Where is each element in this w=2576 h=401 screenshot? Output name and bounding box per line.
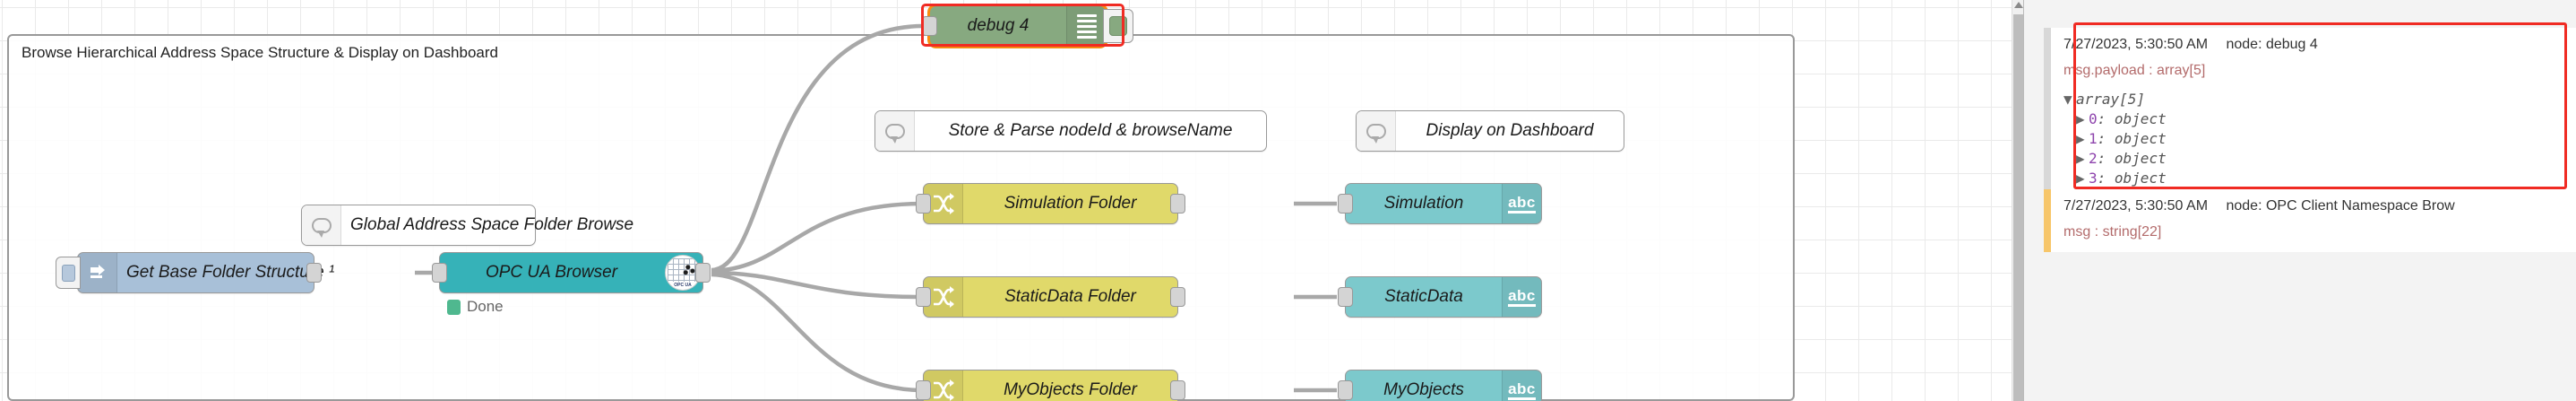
debug-toggle-button[interactable]	[1103, 9, 1133, 43]
output-port[interactable]	[695, 263, 711, 283]
comment-node-global-address-space[interactable]: Global Address Space Folder Browse	[301, 205, 633, 246]
ui-text-node-simulation[interactable]: Simulation abc	[1338, 183, 1542, 224]
abc-icon: abc	[1502, 370, 1541, 401]
comment-node-display-on-dashboard[interactable]: Display on Dashboard	[1356, 110, 1624, 152]
debug-message[interactable]: 7/27/2023, 5:30:50 AM node: debug 4 msg.…	[2044, 28, 2576, 206]
tree-row[interactable]: ▶ 3: object	[2076, 170, 2167, 187]
group-label: Browse Hierarchical Address Space Struct…	[22, 44, 498, 61]
inject-node-get-base-folder-structure[interactable]: Get Base Folder Structure ¹	[56, 252, 334, 293]
debug-timestamp: 7/27/2023, 5:30:50 AM	[2063, 198, 2209, 214]
debug-node-label: debug 4	[967, 16, 1030, 35]
ui-text-node-staticdata[interactable]: StaticData abc	[1338, 276, 1542, 318]
node-status: Done	[447, 298, 504, 316]
function-node-label: Simulation Folder	[1004, 194, 1137, 213]
scroll-up-arrow[interactable]	[2014, 2, 2023, 8]
ui-node-label: MyObjects	[1383, 380, 1464, 399]
input-port[interactable]	[432, 263, 447, 283]
input-port[interactable]	[1338, 287, 1353, 307]
canvas-scrollbar[interactable]	[2012, 0, 2023, 401]
abc-icon: abc	[1502, 277, 1541, 317]
input-port[interactable]	[922, 16, 937, 36]
caret-expanded-icon[interactable]: ▼	[2063, 91, 2072, 108]
output-port[interactable]	[1170, 380, 1185, 400]
tree-row[interactable]: ▶ 2: object	[2076, 150, 2167, 167]
flow-canvas[interactable]: Browse Hierarchical Address Space Struct…	[0, 0, 2023, 401]
tree-row[interactable]: ▶ 0: object	[2076, 110, 2167, 127]
tree-row-label: object	[2114, 150, 2167, 167]
input-port[interactable]	[916, 380, 931, 400]
function-node-myobjects-folder[interactable]: MyObjects Folder	[916, 370, 1185, 401]
tree-row[interactable]: ▶ 1: object	[2076, 130, 2167, 147]
inject-arrow-icon	[78, 253, 117, 292]
comment-label: Global Address Space Folder Browse	[350, 215, 634, 234]
tree-row-label: object	[2114, 110, 2167, 127]
debug-node-debug-4[interactable]: debug 4	[922, 4, 1133, 48]
message-level-bar	[2044, 189, 2051, 252]
opcua-browser-node[interactable]: OPC UA Browser OPC UA Done	[432, 252, 711, 315]
input-port[interactable]	[916, 287, 931, 307]
ui-node-label: Simulation	[1383, 194, 1464, 213]
tree-row-label: array[5]	[2076, 91, 2146, 108]
opcua-node-label: OPC UA Browser	[485, 263, 618, 282]
function-node-label: StaticData Folder	[1004, 287, 1136, 306]
caret-collapsed-icon[interactable]: ▶	[2076, 170, 2085, 187]
debug-message[interactable]: 7/27/2023, 5:30:50 AM node: OPC Client N…	[2044, 189, 2576, 252]
tree-row-key: 2	[2089, 150, 2098, 167]
debug-sidebar[interactable]: 7/27/2023, 5:30:50 AM node: debug 4 msg.…	[2023, 0, 2576, 401]
message-level-bar	[2044, 28, 2051, 189]
tree-row-key: 1	[2089, 130, 2098, 147]
tree-row-key: 3	[2089, 170, 2098, 187]
status-dot	[447, 299, 461, 315]
output-port[interactable]	[1170, 287, 1185, 307]
input-port[interactable]	[1338, 380, 1353, 400]
tree-row-label: object	[2114, 170, 2167, 187]
debug-lines-icon	[1066, 6, 1106, 46]
output-port[interactable]	[306, 263, 322, 283]
opc-ua-icon: OPC UA	[663, 253, 702, 292]
tree-row-root[interactable]: ▼ array[5]	[2063, 90, 2576, 109]
input-port[interactable]	[1338, 194, 1353, 214]
comment-label: Display on Dashboard	[1426, 121, 1594, 140]
debug-source-node: node: OPC Client Namespace Brow	[2226, 198, 2455, 214]
tree-row-key: 0	[2089, 110, 2098, 127]
debug-property-path: msg : string[22]	[2063, 224, 2162, 240]
output-port[interactable]	[1170, 194, 1185, 214]
function-node-staticdata-folder[interactable]: StaticData Folder	[916, 276, 1185, 318]
debug-source-node: node: debug 4	[2226, 37, 2318, 52]
comment-bubble-icon	[302, 205, 341, 245]
status-text: Done	[467, 298, 504, 315]
debug-property-path: msg.payload : array[5]	[2063, 63, 2206, 78]
debug-message-header: 7/27/2023, 5:30:50 AM node: OPC Client N…	[2063, 198, 2576, 214]
inject-trigger-button[interactable]	[56, 257, 81, 289]
ui-node-label: StaticData	[1384, 287, 1463, 306]
function-node-label: MyObjects Folder	[1004, 380, 1137, 399]
abc-icon: abc	[1502, 184, 1541, 223]
debug-message-header: 7/27/2023, 5:30:50 AM node: debug 4	[2063, 37, 2576, 53]
comment-label: Store & Parse nodeId & browseName	[948, 121, 1233, 140]
function-node-simulation-folder[interactable]: Simulation Folder	[916, 183, 1185, 224]
input-port[interactable]	[916, 194, 931, 214]
inject-node-label: Get Base Folder Structure ¹	[126, 263, 335, 282]
debug-timestamp: 7/27/2023, 5:30:50 AM	[2063, 37, 2209, 52]
caret-collapsed-icon[interactable]: ▶	[2076, 150, 2085, 167]
ui-text-node-myobjects[interactable]: MyObjects abc	[1338, 370, 1542, 401]
comment-bubble-icon	[875, 111, 915, 151]
caret-collapsed-icon[interactable]: ▶	[2076, 130, 2085, 147]
comment-node-store-and-parse[interactable]: Store & Parse nodeId & browseName	[874, 110, 1267, 152]
comment-bubble-icon	[1357, 111, 1396, 151]
scrollbar-thumb[interactable]	[2013, 14, 2023, 401]
tree-row-label: object	[2114, 130, 2167, 147]
caret-collapsed-icon[interactable]: ▶	[2076, 110, 2085, 127]
